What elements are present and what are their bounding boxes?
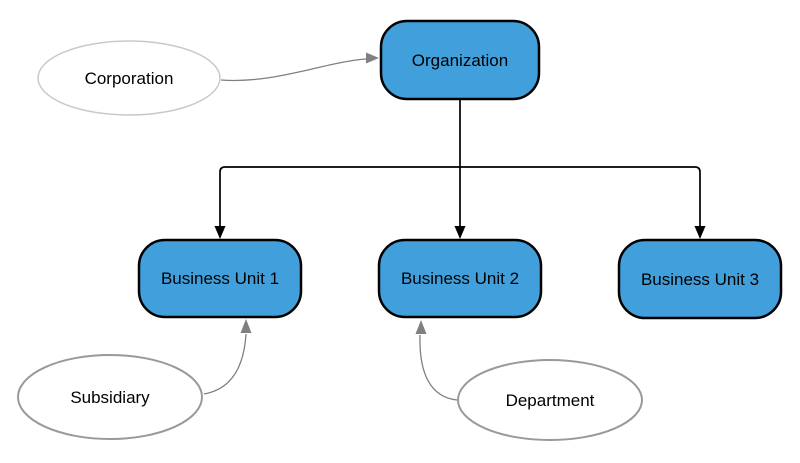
- node-business-unit-2-shape: [377, 238, 543, 319]
- annotation-subsidiary: Subsidiary: [17, 354, 203, 440]
- arrowhead-department: [415, 320, 427, 334]
- edge-department-to-business-unit-2: [419, 334, 458, 401]
- tree-connector: [214, 100, 706, 239]
- node-business-unit-2-label: Business Unit 2: [401, 269, 519, 288]
- annotation-corporation-label: Corporation: [85, 69, 174, 88]
- node-business-unit-1: Business Unit 1: [137, 238, 303, 319]
- arrowhead-to-business-unit-3: [694, 226, 706, 239]
- annotation-department: Department: [457, 359, 643, 441]
- arrowhead-to-business-unit-1: [214, 226, 226, 239]
- node-organization: Organization: [379, 19, 541, 101]
- node-organization-shape: [379, 19, 541, 101]
- annotation-subsidiary-shape: [17, 354, 203, 440]
- arrowhead-corporation: [366, 52, 379, 64]
- annotation-corporation-shape: [37, 40, 221, 116]
- node-business-unit-2: Business Unit 2: [377, 238, 543, 319]
- node-business-unit-1-label: Business Unit 1: [161, 269, 279, 288]
- arrowhead-subsidiary: [240, 319, 252, 333]
- annotation-connectors: [203, 52, 458, 401]
- tree-branch-line: [219, 166, 701, 227]
- node-organization-label: Organization: [412, 51, 508, 70]
- annotation-corporation: Corporation: [37, 40, 221, 116]
- annotation-department-shape: [457, 359, 643, 441]
- arrowhead-to-business-unit-2: [454, 226, 466, 239]
- annotation-subsidiary-label: Subsidiary: [70, 388, 150, 407]
- node-business-unit-3-shape: [617, 238, 783, 320]
- annotation-department-label: Department: [506, 391, 595, 410]
- edge-corporation-to-organization: [220, 58, 367, 82]
- node-business-unit-1-shape: [137, 238, 303, 319]
- node-business-unit-3: Business Unit 3: [617, 238, 783, 320]
- node-business-unit-3-label: Business Unit 3: [641, 270, 759, 289]
- edge-subsidiary-to-business-unit-1: [203, 333, 247, 395]
